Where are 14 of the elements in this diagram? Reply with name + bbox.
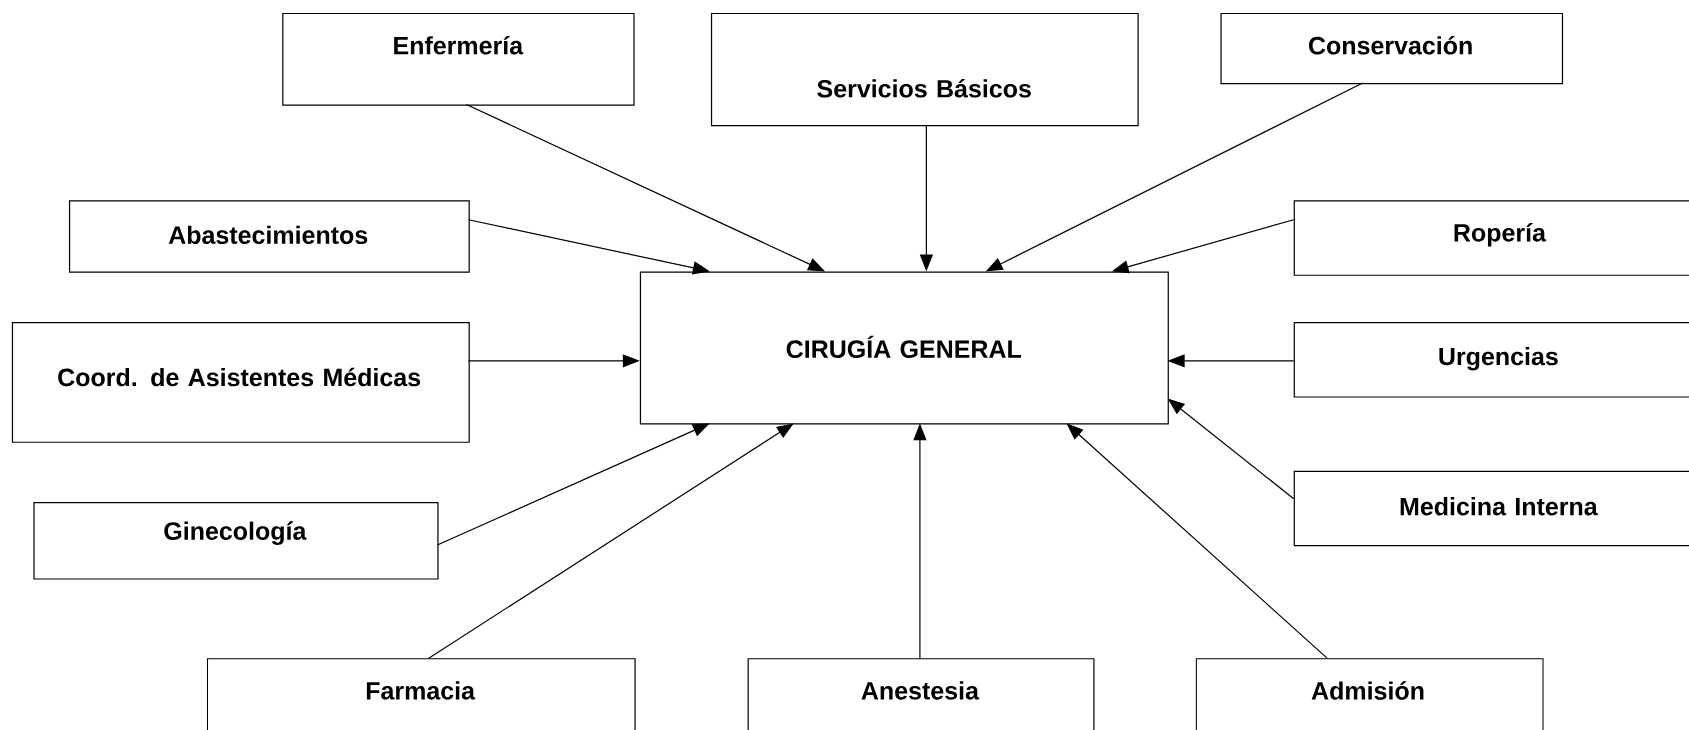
department-box: Enfermería — [282, 12, 635, 106]
department-box: Abastecimientos — [68, 200, 470, 273]
central-box: CIRUGÍA GENERAL — [639, 271, 1169, 425]
department-box: Ginecología — [33, 501, 439, 580]
department-box: Servicios Básicos — [710, 12, 1139, 127]
department-box: Conservación — [1220, 12, 1564, 85]
arrow — [428, 423, 794, 659]
department-box: Anestesia — [747, 658, 1095, 730]
department-box: Urgencias — [1293, 322, 1689, 398]
department-box: Ropería — [1293, 200, 1689, 276]
department-box: Farmacia — [206, 658, 636, 730]
department-box: Medicina Interna — [1293, 470, 1689, 547]
department-box: Admisión — [1195, 658, 1544, 730]
department-box: Coord. de Asistentes Médicas — [11, 322, 470, 443]
